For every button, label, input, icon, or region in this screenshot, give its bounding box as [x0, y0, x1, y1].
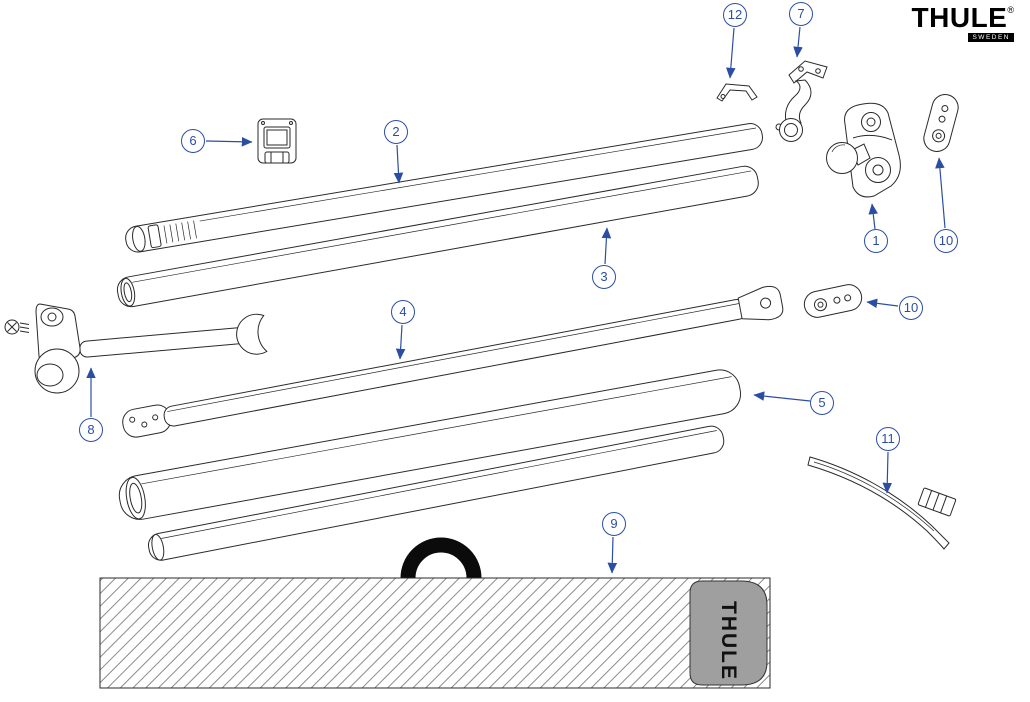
- thule-logo: THULE® SWEDEN: [911, 2, 1014, 42]
- part-8-spring-arm-drawing: [4, 303, 268, 394]
- callout-10b: 10: [899, 296, 923, 320]
- callout-arrows: [86, 26, 946, 574]
- callout-1: 1: [864, 229, 888, 253]
- callout-2: 2: [384, 120, 408, 144]
- part-3-roller-tube-drawing: [116, 165, 759, 308]
- part-9-case-drawing: THULE: [99, 537, 771, 689]
- callout-4: 4: [391, 300, 415, 324]
- callout-3: 3: [592, 265, 616, 289]
- part-6-clip-drawing: [257, 118, 297, 164]
- part-1-bracket-drawing: [826, 102, 901, 198]
- part-10-plate-lower-drawing: [803, 284, 863, 318]
- callout-7: 7: [789, 2, 813, 26]
- callout-5: 5: [810, 391, 834, 415]
- part-7-clamp-drawing: [775, 60, 828, 142]
- screw-drawing: [4, 319, 30, 335]
- part-2-lead-rail-drawing: [125, 123, 763, 253]
- case-label-text: THULE: [717, 601, 740, 681]
- thule-logo-text: THULE: [911, 2, 1008, 33]
- callout-10: 10: [934, 229, 958, 253]
- callout-6: 6: [181, 129, 205, 153]
- registered-mark: ®: [1007, 5, 1014, 15]
- callout-9: 9: [602, 512, 626, 536]
- case-brand-patch: [689, 580, 768, 686]
- callout-8: 8: [79, 418, 103, 442]
- callout-12: 12: [723, 3, 747, 27]
- callout-11: 11: [876, 427, 900, 451]
- part-11-strip-drawing: [807, 456, 957, 550]
- part-4-rafter-tube-drawing: [122, 285, 784, 438]
- part-10-plate-upper-drawing: [923, 94, 959, 152]
- part-5-lower-tube-drawing: [118, 369, 742, 561]
- part-12-bracket-drawing: [716, 83, 758, 102]
- thule-logo-sweden: SWEDEN: [968, 33, 1014, 42]
